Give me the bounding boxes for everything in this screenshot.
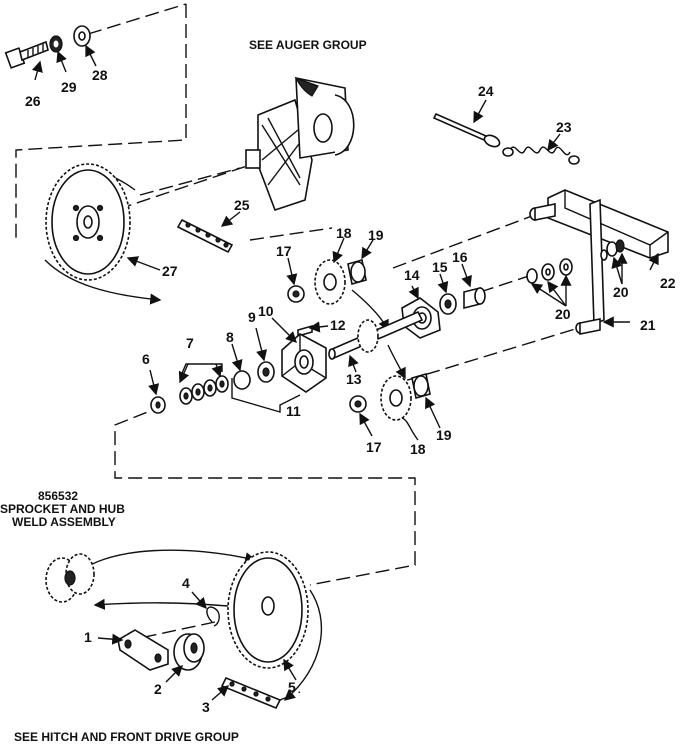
callout-28: 28	[92, 67, 108, 83]
sprocket-5	[227, 551, 309, 669]
callout-6: 6	[142, 351, 150, 367]
spring-23	[502, 146, 580, 165]
caption-weld-assembly: WELD ASSEMBLY	[12, 515, 116, 529]
callout-4: 4	[182, 575, 190, 591]
arm-1	[117, 629, 169, 671]
lockwasher-29	[49, 35, 63, 53]
callout-5: 5	[288, 679, 296, 695]
callout-11: 11	[286, 403, 301, 419]
callout-20-left: 20	[555, 306, 571, 322]
bushing-17-upper	[287, 285, 305, 303]
spacer-8	[233, 370, 251, 390]
callout-19-upper: 19	[368, 227, 384, 243]
caption-sprocket-and-hub: SPROCKET AND HUB	[0, 502, 125, 516]
callout-12: 12	[330, 317, 346, 333]
callout-10: 10	[258, 303, 274, 319]
shims-7	[179, 375, 229, 405]
callout-leaders	[31, 44, 659, 701]
callout-22: 22	[660, 275, 676, 291]
caption-see-auger-group: SEE AUGER GROUP	[249, 38, 367, 52]
sprocket-18-upper	[314, 259, 346, 305]
bushing-17-lower	[349, 395, 367, 413]
washers-20-left	[526, 258, 573, 284]
callout-17-lower: 17	[366, 439, 382, 455]
bushing-19-lower	[411, 372, 431, 400]
chain-3	[220, 676, 282, 710]
callout-14: 14	[404, 267, 420, 283]
callout-17-upper: 17	[276, 243, 292, 259]
chain-25	[176, 218, 234, 254]
callout-25: 25	[234, 197, 250, 213]
callout-29: 29	[61, 79, 77, 95]
washers-20-right	[606, 239, 625, 257]
clip-4	[206, 606, 220, 627]
callout-9: 9	[248, 309, 256, 325]
callout-numbers: 26 29 28 24 23 25 27 17 18 19 14 15 16 2…	[25, 67, 676, 715]
callout-16: 16	[452, 249, 468, 265]
sprocket-27	[45, 163, 131, 281]
auger-housing	[245, 76, 355, 212]
callout-18-lower: 18	[410, 441, 426, 457]
callout-15: 15	[432, 259, 448, 275]
pulley-2	[173, 633, 205, 671]
washer-28	[73, 25, 91, 47]
washer-6	[150, 396, 166, 414]
sprocket-hub-856532	[45, 553, 95, 603]
callout-24: 24	[478, 83, 494, 99]
callout-2: 2	[154, 681, 162, 697]
callout-23: 23	[556, 119, 572, 135]
callout-8: 8	[226, 329, 234, 345]
dashed-reference-lines	[15, 3, 596, 701]
callout-13: 13	[346, 371, 362, 387]
callout-7: 7	[186, 335, 194, 351]
caption-assembly-number: 856532	[38, 489, 78, 503]
bushing-19-upper	[347, 258, 367, 286]
callout-20-right: 20	[613, 284, 629, 300]
bushing-9	[257, 361, 275, 383]
sprocket-18-lower	[380, 375, 412, 421]
callout-1: 1	[84, 629, 92, 645]
bushing-15	[439, 293, 457, 315]
callout-19-lower: 19	[436, 427, 452, 443]
callout-21: 21	[640, 317, 656, 333]
callout-27: 27	[162, 263, 178, 279]
bushing-16	[463, 286, 486, 310]
callout-18-upper: 18	[336, 225, 352, 241]
caption-see-hitch-group: SEE HITCH AND FRONT DRIVE GROUP	[14, 730, 239, 744]
bearing-housing-10	[281, 333, 327, 393]
eyebolt-24	[432, 112, 501, 148]
callout-3: 3	[202, 699, 210, 715]
frame-22	[529, 189, 669, 259]
sprocket-13-small	[357, 319, 379, 353]
callout-26: 26	[25, 93, 41, 109]
bolt-26	[4, 40, 49, 69]
